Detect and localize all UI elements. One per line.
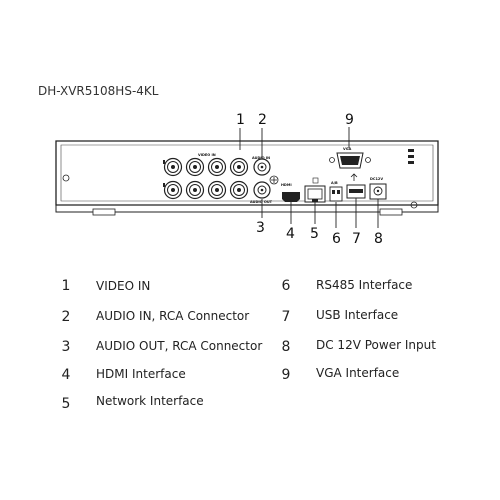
hdmi-port: HDMI <box>281 183 300 202</box>
legend-num-5: 5 <box>61 396 71 412</box>
callout-numbers: 1 2 3 4 5 6 7 8 9 <box>236 112 383 247</box>
legend-num-3: 3 <box>61 339 71 355</box>
legend-num-8: 8 <box>281 339 291 355</box>
video-in-connectors: VIDEO IN <box>163 153 249 200</box>
callout-7: 7 <box>352 231 361 247</box>
audio-in-label: AUDIO IN <box>252 156 270 160</box>
bnc-connector-8 <box>229 180 249 200</box>
bnc-connector-1 <box>163 157 183 177</box>
vga-port: VGA <box>329 147 371 169</box>
legend-num-1: 1 <box>61 278 71 294</box>
bnc-connector-2 <box>185 157 205 177</box>
dc-label: DC12V <box>370 177 383 181</box>
legend-text-7: USB Interface <box>316 308 399 322</box>
callout-3: 3 <box>256 220 265 236</box>
network-port <box>304 177 326 203</box>
video-in-label: VIDEO IN <box>198 153 216 157</box>
hdmi-label: HDMI <box>281 183 292 187</box>
legend-text-8: DC 12V Power Input <box>316 338 436 352</box>
audio-out-label: AUDIO OUT <box>250 200 273 204</box>
callout-lines <box>239 127 379 228</box>
legend-text-5: Network Interface <box>96 394 204 408</box>
legend-num-2: 2 <box>61 309 71 325</box>
model-title: DH-XVR5108HS-4KL <box>38 84 159 98</box>
legend-text-3: AUDIO OUT, RCA Connector <box>96 339 263 353</box>
callout-1: 1 <box>236 112 245 128</box>
legend-num-4: 4 <box>61 367 71 383</box>
legend-num-9: 9 <box>281 367 291 383</box>
vga-label: VGA <box>343 147 352 151</box>
audio-connectors: AUDIO IN AUDIO OUT <box>250 156 279 204</box>
callout-2: 2 <box>258 112 267 128</box>
bnc-connector-3 <box>207 157 227 177</box>
legend-num-7: 7 <box>281 309 291 325</box>
rs485-label: A/B <box>331 181 338 185</box>
legend-text-9: VGA Interface <box>316 366 400 380</box>
callout-8: 8 <box>374 231 383 247</box>
legend-text-4: HDMI Interface <box>96 367 186 381</box>
legend-text-2: AUDIO IN, RCA Connector <box>96 309 250 323</box>
bnc-connector-6 <box>185 180 205 200</box>
legend-text-6: RS485 Interface <box>316 278 413 292</box>
legend-text-1: VIDEO IN <box>96 279 151 293</box>
rs485-port: A/B <box>329 181 343 202</box>
callout-5: 5 <box>310 226 319 242</box>
bnc-connector-4 <box>229 157 249 177</box>
callout-6: 6 <box>332 231 341 247</box>
bnc-connector-7 <box>207 180 227 200</box>
callout-4: 4 <box>286 226 295 242</box>
legend-num-6: 6 <box>281 278 291 294</box>
callout-9: 9 <box>345 112 354 128</box>
dc-power-port: DC12V <box>369 177 387 200</box>
bnc-connector-5 <box>163 180 183 200</box>
